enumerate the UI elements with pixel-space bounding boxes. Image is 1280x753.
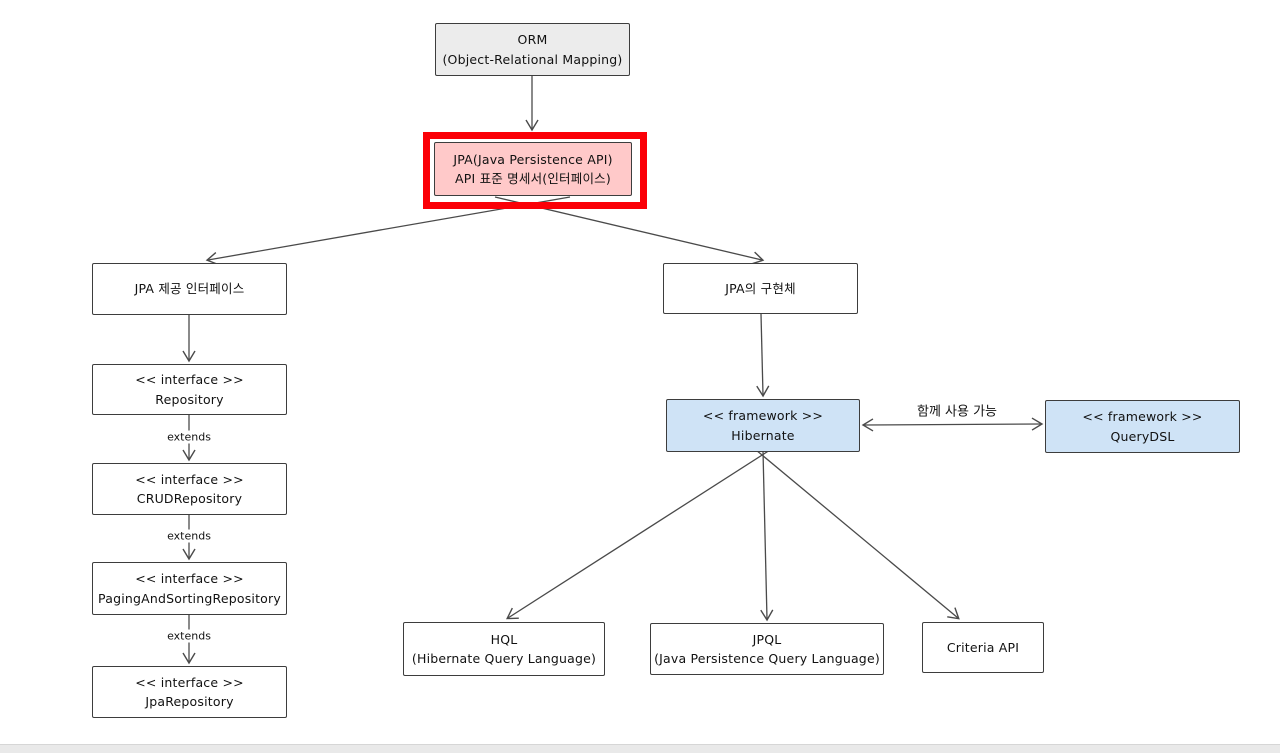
edge-label-extends-2: extends	[163, 529, 215, 543]
node-jpa-line1: JPA(Java Persistence API)	[453, 151, 613, 167]
node-jpa-impl: JPA의 구현체	[663, 263, 858, 314]
node-repository-line1: << interface >>	[135, 372, 244, 388]
node-hibernate: << framework >> Hibernate	[666, 399, 860, 452]
edge-hibernate-jpql	[760, 450, 774, 622]
node-jpa-interfaces-line1: JPA 제공 인터페이스	[134, 281, 245, 297]
node-jpa-interfaces: JPA 제공 인터페이스	[92, 263, 287, 315]
node-orm: ORM (Object-Relational Mapping)	[435, 23, 630, 76]
node-querydsl: << framework >> QueryDSL	[1045, 400, 1240, 453]
node-jpa: JPA(Java Persistence API) API 표준 명세서(인터페…	[434, 142, 632, 196]
node-jpa-line2: API 표준 명세서(인터페이스)	[455, 171, 611, 186]
edge-impl-hibernate	[756, 313, 770, 398]
node-jpa-repository-line2: JpaRepository	[145, 694, 234, 709]
node-paging-repository: << interface >> PagingAndSortingReposito…	[92, 562, 287, 615]
node-jpql-line1: JPQL	[752, 631, 782, 647]
node-paging-repository-line2: PagingAndSortingRepository	[98, 590, 281, 606]
node-querydsl-line1: << framework >>	[1082, 409, 1203, 425]
node-hql-line1: HQL	[490, 631, 518, 647]
node-jpa-repository: << interface >> JpaRepository	[92, 666, 287, 718]
edge-hibernate-hql	[506, 449, 771, 620]
node-hql-line2: (Hibernate Query Language)	[411, 651, 597, 666]
node-criteria-api-line1: Criteria API	[946, 639, 1020, 655]
node-jpa-impl-line1: JPA의 구현체	[725, 280, 796, 296]
edge-label-together: 함께 사용 가능	[916, 404, 998, 420]
node-repository-line2: Repository	[155, 391, 224, 407]
edge-label-extends-1: extends	[163, 430, 215, 444]
node-crud-repository: << interface >> CRUDRepository	[92, 463, 287, 515]
node-hibernate-line2: Hibernate	[731, 427, 795, 443]
edge-label-extends-3: extends	[163, 629, 215, 643]
node-crud-repository-line1: << interface >>	[135, 471, 244, 487]
node-criteria-api: Criteria API	[922, 622, 1044, 673]
node-jpql-line2: (Java Persistence Query Language)	[654, 651, 880, 666]
edge-hibernate-querydsl	[861, 417, 1044, 432]
node-repository: << interface >> Repository	[92, 364, 287, 415]
node-querydsl-line2: QueryDSL	[1110, 428, 1175, 444]
node-paging-repository-line1: << interface >>	[135, 571, 244, 587]
jpa-highlight-frame	[423, 132, 647, 209]
node-jpql: JPQL (Java Persistence Query Language)	[650, 623, 884, 675]
node-orm-line1: ORM	[517, 32, 548, 48]
node-jpa-repository-line1: << interface >>	[135, 674, 244, 690]
node-orm-line2: (Object-Relational Mapping)	[442, 51, 623, 67]
node-crud-repository-line2: CRUDRepository	[136, 491, 243, 506]
page-bottom-strip	[0, 744, 1280, 753]
node-hibernate-line1: << framework >>	[702, 408, 824, 424]
node-hql: HQL (Hibernate Query Language)	[403, 622, 605, 676]
edge-hibernate-criteria	[755, 449, 960, 620]
